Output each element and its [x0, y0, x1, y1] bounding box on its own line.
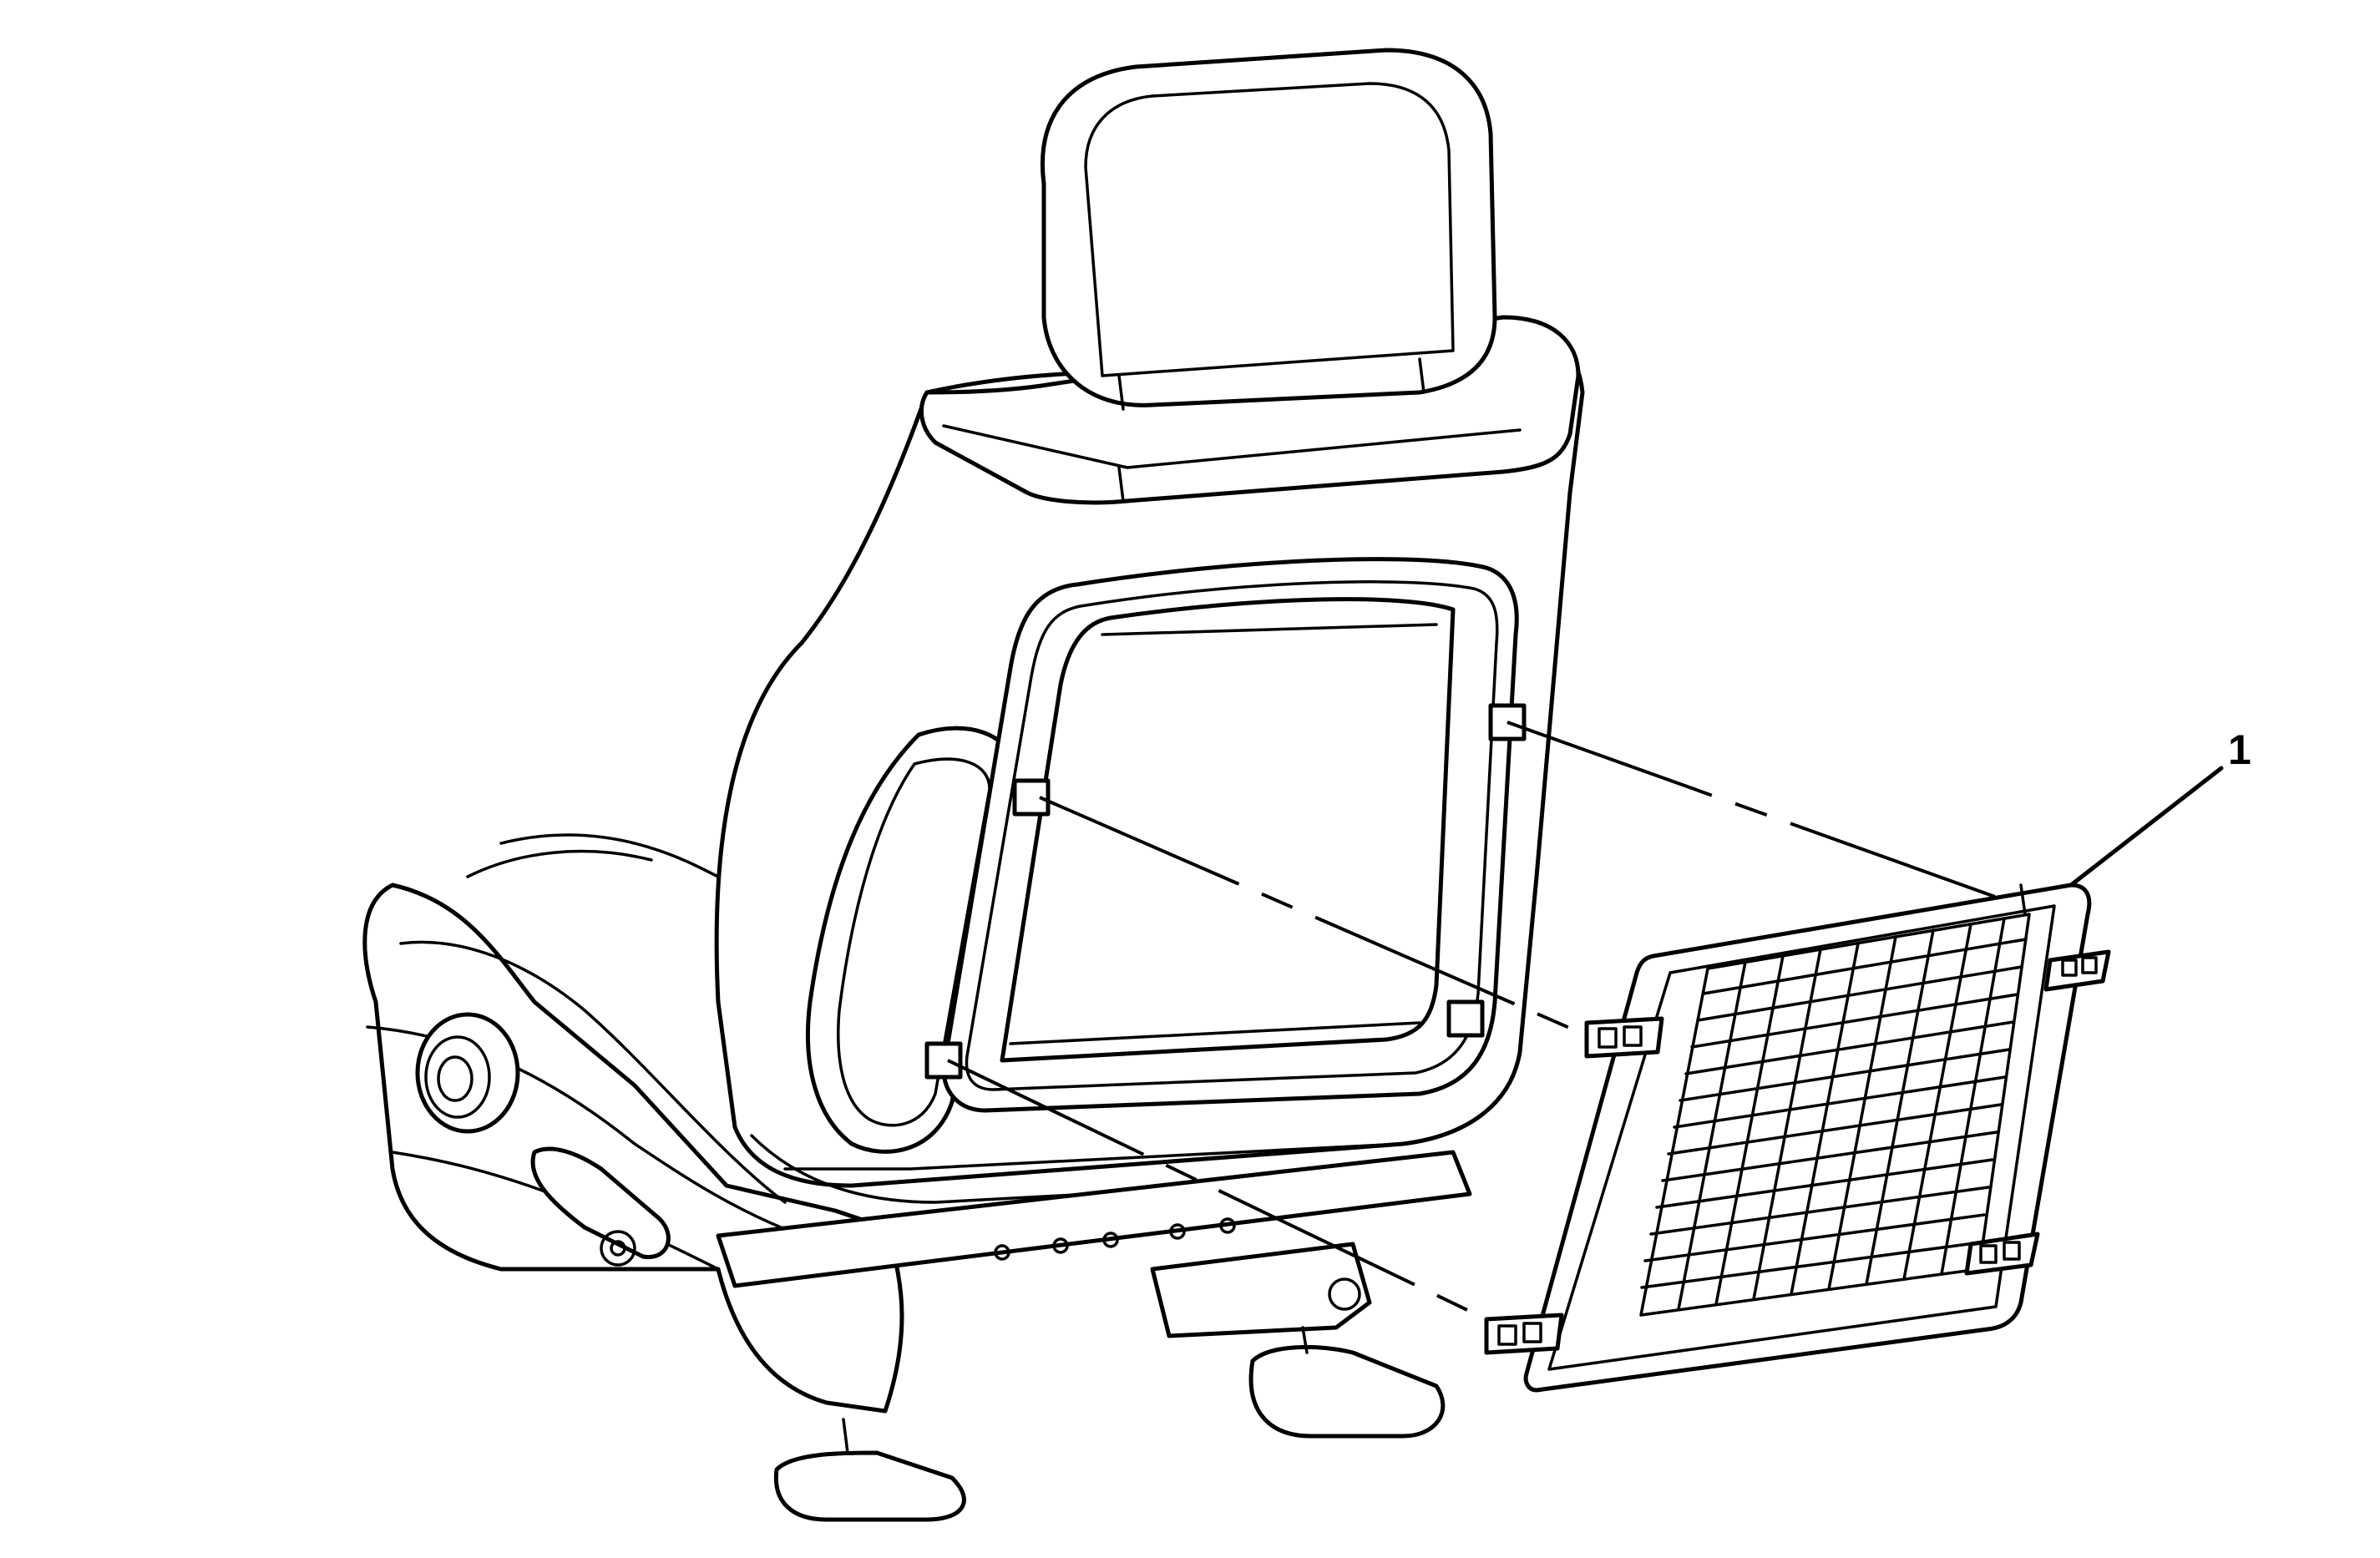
panel-clips [1484, 949, 2111, 1355]
alignment-lines [947, 721, 2022, 1321]
adjustment-lever [530, 1146, 671, 1267]
seat-back [714, 315, 1585, 1204]
seat-back-panel [1484, 883, 2111, 1393]
recline-knob [415, 1012, 520, 1134]
seat-track [716, 1150, 1472, 1522]
headrest [1041, 48, 1497, 411]
callout-label-1: 1 [2228, 726, 2251, 773]
panel-grid [1639, 913, 2031, 1317]
callout-1: 1 [2069, 726, 2251, 888]
